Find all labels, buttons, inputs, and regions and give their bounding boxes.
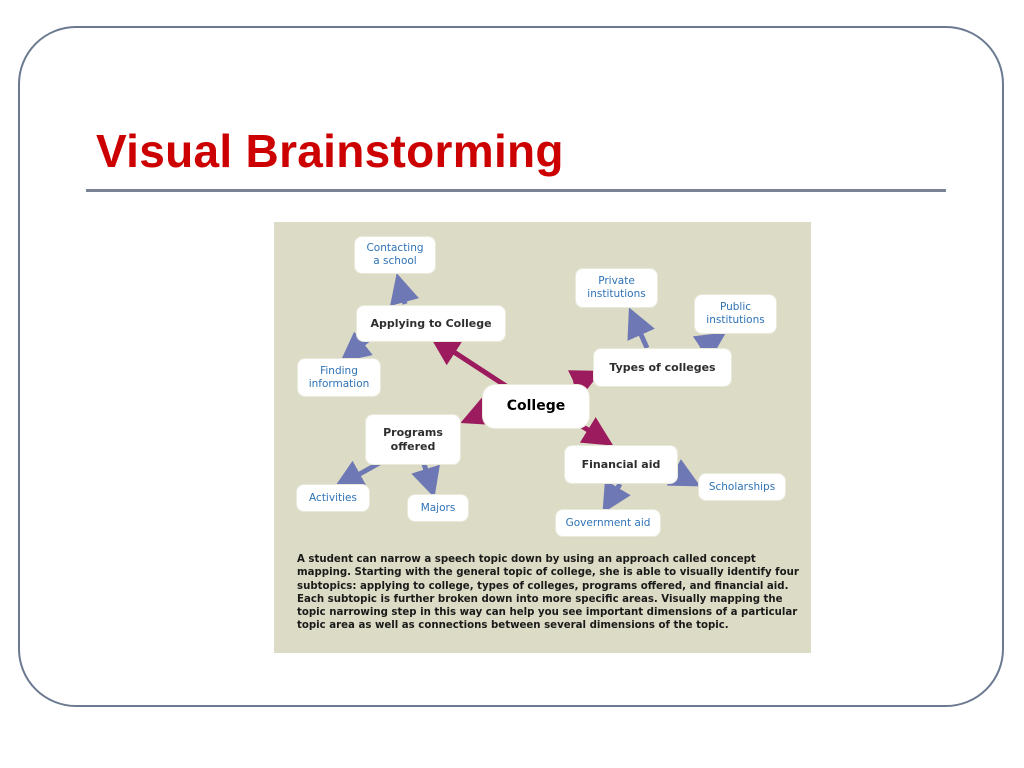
node-activities: Activities bbox=[297, 485, 369, 511]
node-majors: Majors bbox=[408, 495, 468, 521]
concept-map-figure: College Applying to College Types of col… bbox=[274, 222, 811, 653]
arrow-applying-to-contacting bbox=[390, 273, 419, 307]
figure-caption: A student can narrow a speech topic down… bbox=[297, 554, 799, 632]
arrow-college-to-types bbox=[567, 370, 602, 398]
node-types-of-colleges: Types of colleges bbox=[594, 349, 731, 386]
node-public-institutions: Public institutions bbox=[695, 295, 776, 333]
node-government-aid: Government aid bbox=[556, 510, 660, 536]
node-finding-information: Finding information bbox=[298, 359, 380, 396]
node-college: College bbox=[483, 385, 589, 428]
arrow-financial-to-scholarships bbox=[666, 459, 701, 487]
node-scholarships: Scholarships bbox=[699, 474, 785, 500]
arrow-college-to-programs bbox=[460, 397, 494, 425]
arrow-types-to-public bbox=[692, 332, 727, 362]
arrow-college-to-financial bbox=[578, 417, 614, 446]
arrow-financial-to-government bbox=[602, 479, 631, 514]
slide-frame bbox=[18, 26, 1004, 707]
node-applying-to-college: Applying to College bbox=[357, 306, 505, 341]
node-private-institutions: Private institutions bbox=[576, 269, 657, 307]
arrow-college-to-applying bbox=[429, 336, 508, 389]
node-programs-offered: Programs offered bbox=[366, 415, 460, 464]
node-contacting-a-school: Contacting a school bbox=[355, 237, 435, 273]
node-financial-aid: Financial aid bbox=[565, 446, 677, 483]
title-underline bbox=[86, 189, 946, 192]
arrow-programs-to-majors bbox=[411, 463, 440, 498]
arrow-types-to-private bbox=[627, 307, 655, 350]
concept-map-arrows bbox=[333, 273, 727, 514]
arrow-applying-to-finding bbox=[340, 331, 373, 363]
slide-title: Visual Brainstorming bbox=[96, 125, 564, 177]
